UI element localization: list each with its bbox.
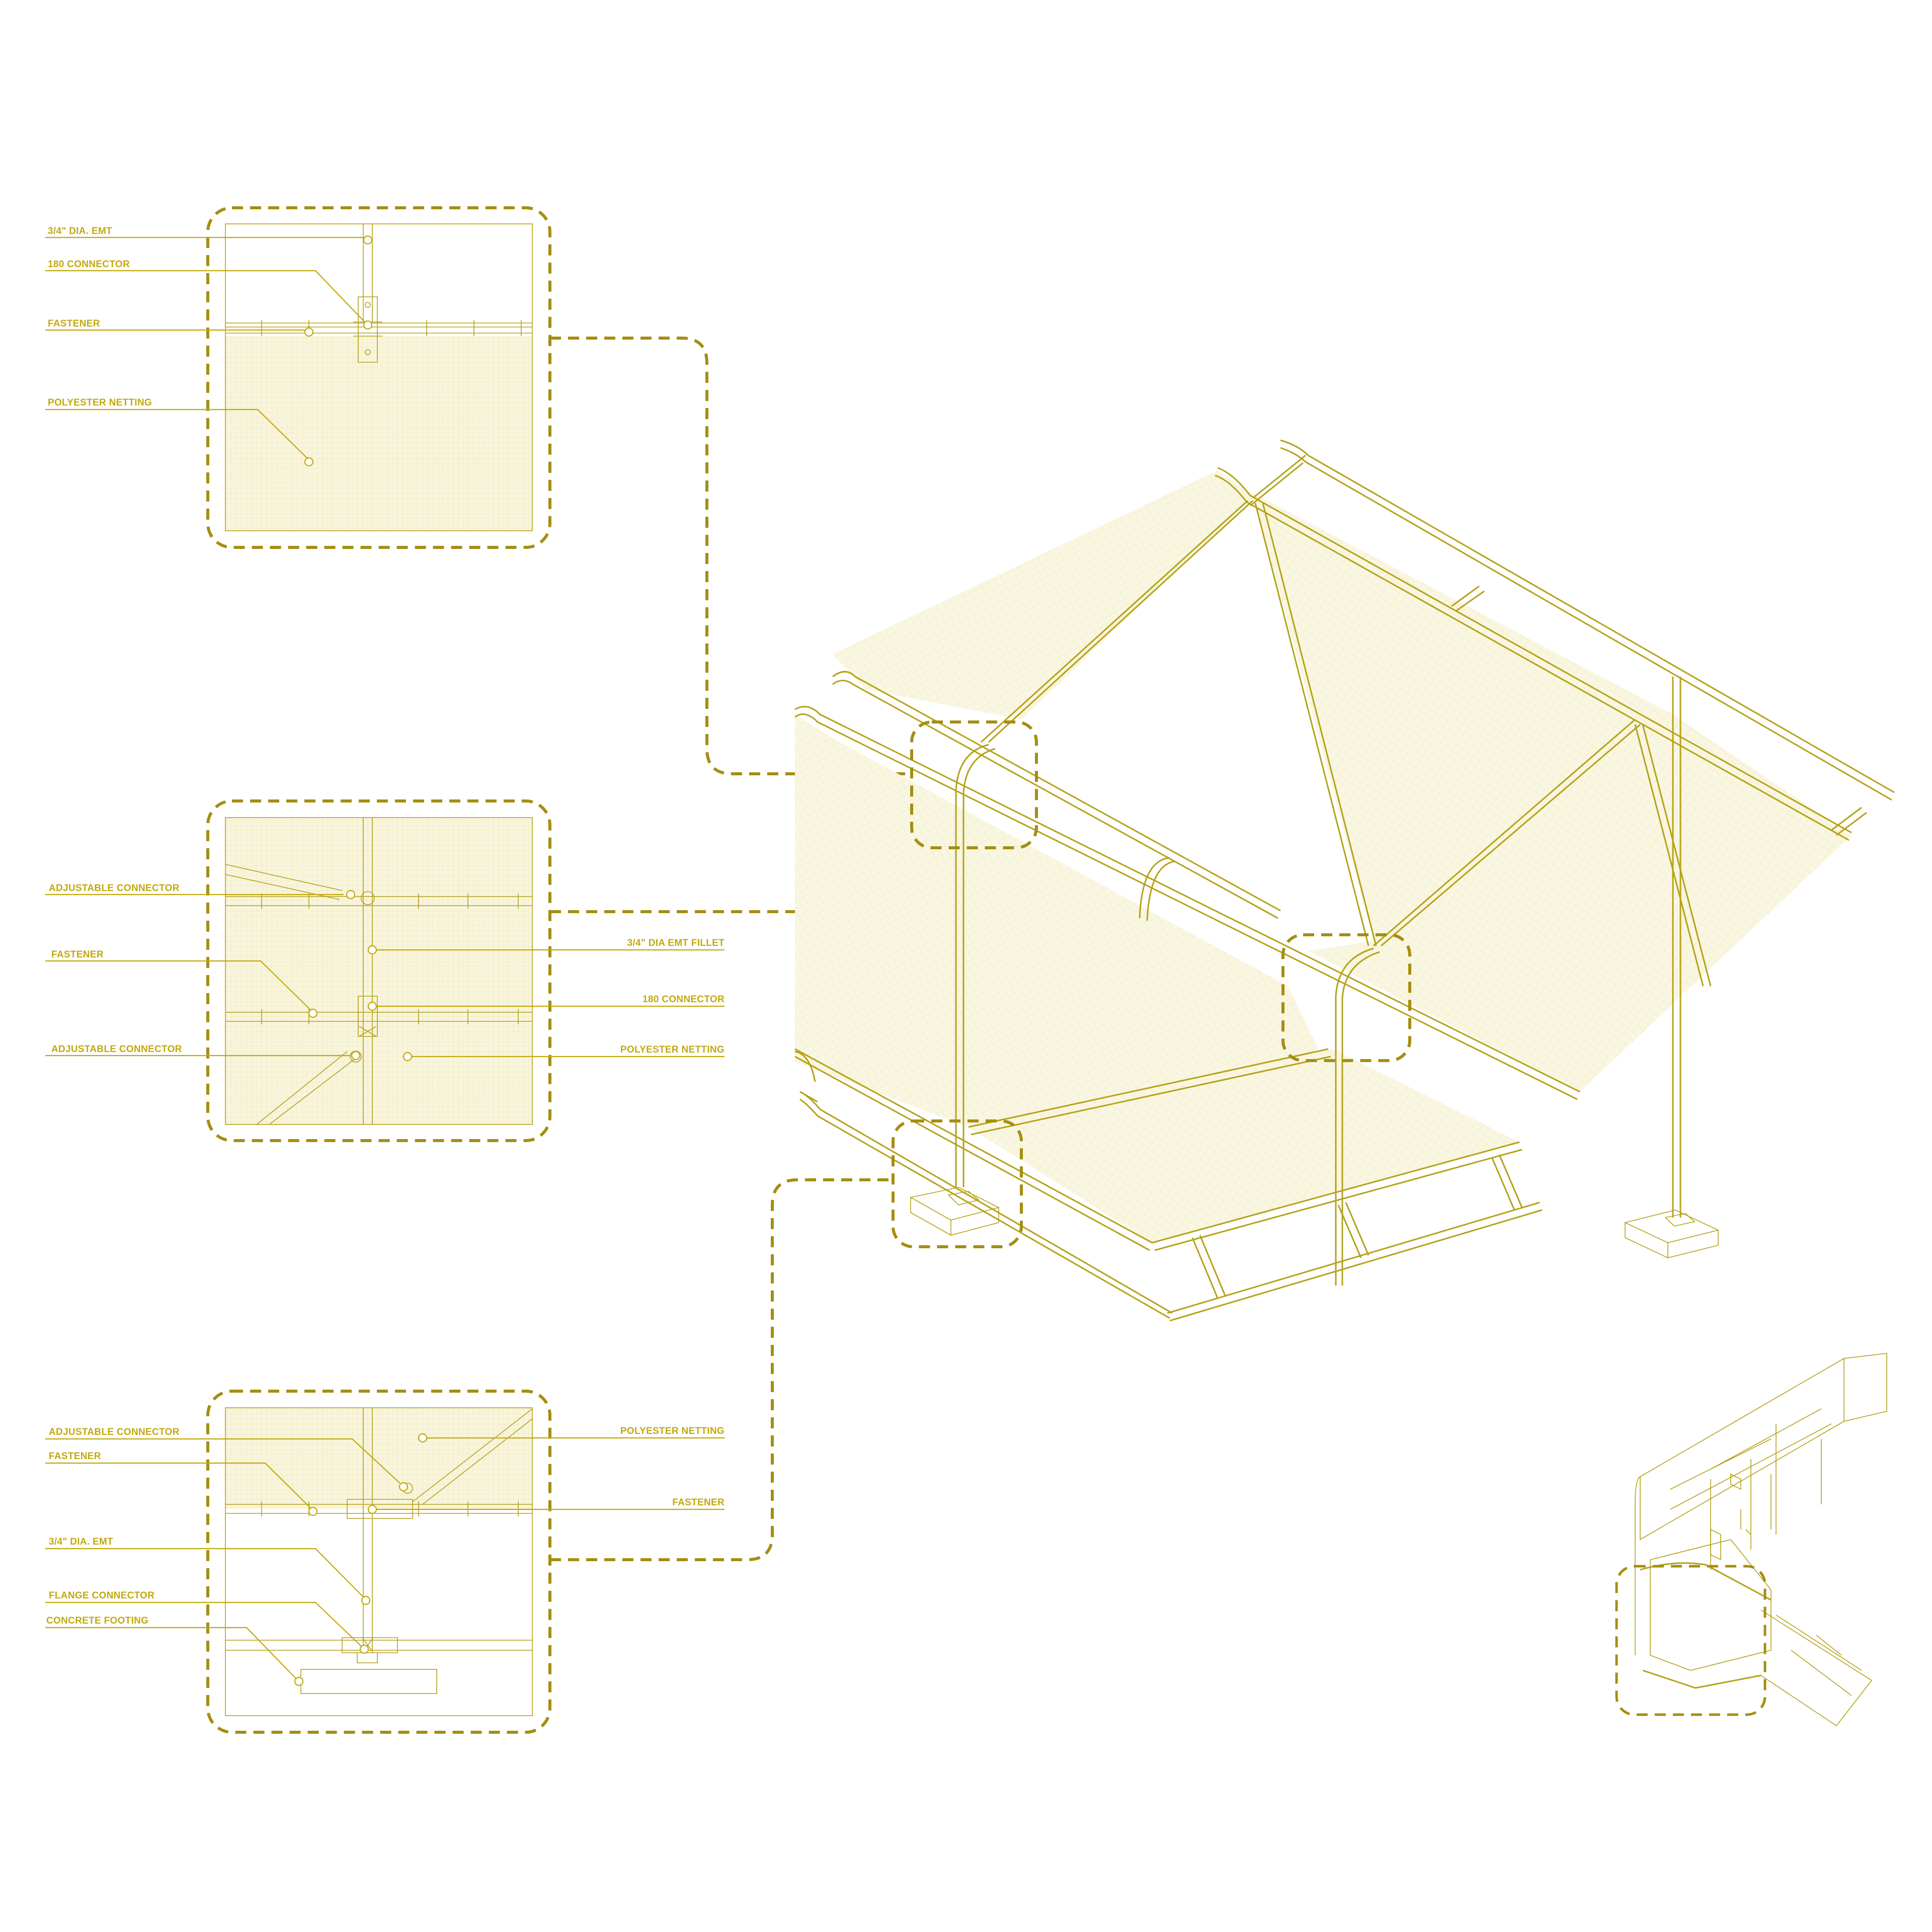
detail-middle-horizontal-emt-lower: [225, 1009, 532, 1024]
label-polyester-netting: POLYESTER NETTING: [620, 1044, 725, 1055]
detail-top-inner-frame: [225, 223, 533, 531]
detail-middle-leaders: [45, 890, 725, 1062]
label-emt: 3/4" DIA. EMT: [48, 226, 112, 236]
detail-bottom-dashed-frame: [206, 1390, 551, 1734]
detail-top-leaders: [45, 235, 373, 467]
pipe-frame: [794, 439, 1895, 1322]
key-plan: [1615, 1353, 1887, 1727]
highlight-middle-connection: [1281, 933, 1411, 1062]
detail-bottom-netting: [226, 1408, 532, 1509]
detail-top-netting: [226, 336, 532, 530]
netting-roof-right: [1253, 493, 1852, 1092]
detail-bottom-leaders: [45, 1433, 725, 1686]
label-polyester-netting: POLYESTER NETTING: [48, 397, 152, 408]
label-fastener: FASTENER: [672, 1497, 725, 1508]
detail-middle-connectors: [358, 996, 378, 1037]
detail-bottom: ADJUSTABLE CONNECTOR FASTENER 3/4" DIA. …: [45, 1390, 725, 1734]
detail-middle-vertical-emt: [363, 818, 373, 1124]
label-adjustable-connector: ADJUSTABLE CONNECTOR: [49, 1427, 180, 1437]
detail-top-fastener-bands: [261, 320, 522, 336]
label-concrete-footing: CONCRETE FOOTING: [46, 1616, 148, 1626]
detail-middle-dashed-frame: [206, 799, 551, 1142]
label-adjustable-connector: ADJUSTABLE CONNECTOR: [49, 883, 180, 894]
label-fastener: FASTENER: [49, 1451, 101, 1462]
highlight-footing-connection: [892, 1119, 1023, 1248]
label-180-connector: 180 CONNECTOR: [642, 994, 725, 1005]
detail-middle-netting: [226, 818, 532, 1124]
label-fastener: FASTENER: [48, 318, 100, 329]
detail-middle: ADJUSTABLE CONNECTOR FASTENER ADJUSTABLE…: [45, 799, 725, 1142]
detail-middle-diagonal-upper: [225, 864, 343, 900]
netting-roof-left: [833, 470, 1255, 719]
label-180-connector: 180 CONNECTOR: [48, 259, 130, 270]
detail-top-horizontal-emt: [225, 323, 532, 334]
detail-middle-horizontal-emt-upper: [225, 894, 532, 909]
label-flange-connector: FLANGE CONNECTOR: [49, 1590, 154, 1601]
detail-middle-diagonal-lower: [256, 1051, 355, 1125]
detail-bottom-vertical-emt: [363, 1408, 373, 1650]
detail-bottom-diagonal: [412, 1408, 533, 1505]
highlight-top-connection: [910, 720, 1038, 849]
detail-bottom-concrete-footing: [300, 1669, 437, 1694]
label-fastener: FASTENER: [51, 949, 104, 960]
detail-middle-inner-frame: [225, 817, 533, 1125]
label-emt-fillet: 3/4" DIA EMT FILLET: [627, 938, 725, 948]
label-emt: 3/4" DIA. EMT: [49, 1537, 113, 1547]
label-adjustable-connector: ADJUSTABLE CONNECTOR: [51, 1044, 182, 1055]
main-isometric-view: [794, 439, 1895, 1322]
netting-wall: [795, 714, 1318, 1142]
detail-top: 3/4" DIA. EMT 180 CONNECTOR FASTENER POL…: [45, 206, 551, 549]
key-plan-highlight: [1615, 1565, 1766, 1716]
detail-bottom-connectors: [347, 1499, 413, 1519]
label-polyester-netting: POLYESTER NETTING: [620, 1426, 725, 1436]
concrete-footing-front: [909, 1187, 1000, 1236]
detail-top-dashed-frame: [206, 206, 551, 549]
detail-bottom-flange-connector: [342, 1637, 398, 1663]
detail-bottom-ground-emt: [225, 1640, 532, 1651]
netting-floor: [969, 1049, 1519, 1243]
detail-bottom-inner-frame: [225, 1407, 533, 1716]
concrete-footing-back: [1624, 1210, 1720, 1259]
